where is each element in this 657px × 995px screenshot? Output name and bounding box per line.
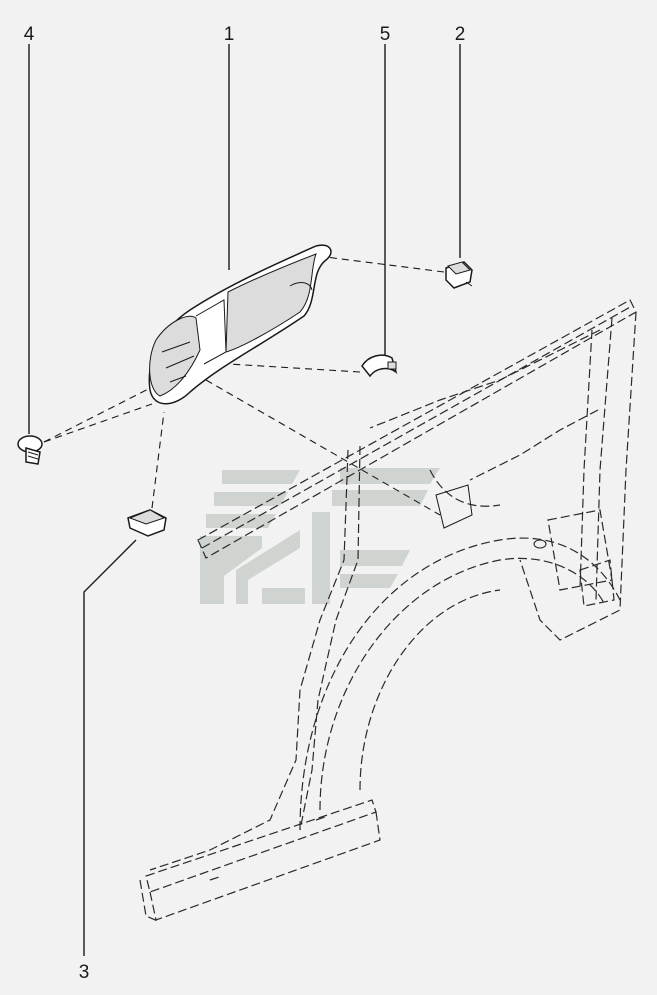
callout-leaders (28, 44, 461, 956)
side-body-panel (139, 299, 637, 923)
fuel-filler-door-icon (148, 244, 332, 405)
retaining-clip-icon (361, 354, 398, 378)
screw-icon (17, 435, 43, 465)
callout-5: 5 (380, 24, 391, 45)
latch-clip-icon (127, 509, 167, 537)
callout-2: 2 (455, 24, 466, 45)
callout-4: 4 (24, 24, 35, 45)
callout-3: 3 (79, 962, 90, 983)
callout-1: 1 (224, 24, 235, 45)
bumper-stop-icon (445, 261, 473, 289)
